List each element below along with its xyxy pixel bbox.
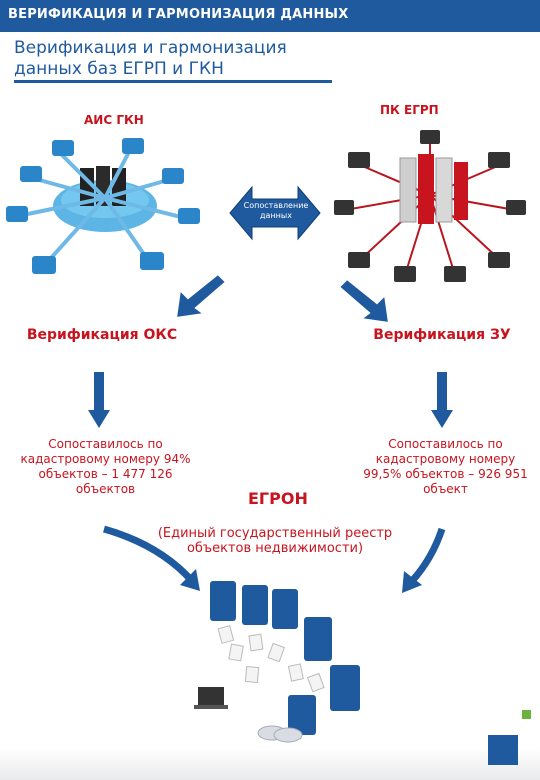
right-branch-heading: Верификация ЗУ (373, 327, 511, 343)
arrow-down-icon (88, 372, 110, 428)
decor-square-green (522, 710, 531, 719)
title-underline (14, 80, 332, 83)
arrow-down-icon (431, 372, 453, 428)
header-bar: ВЕРИФИКАЦИЯ И ГАРМОНИЗАЦИЯ ДАННЫХ (0, 0, 540, 32)
left-branch-result: Сопоставилось по кадастровому номеру 94%… (20, 437, 191, 496)
network-hub-icon (6, 138, 200, 274)
arrow-down-left-icon (402, 527, 446, 593)
target-label: ЕГРОН (248, 489, 308, 508)
document-flow-icon (194, 581, 360, 743)
left-branch-heading: Верификация ОКС (26, 327, 178, 343)
right-branch-result: Сопоставилось по кадастровому номеру 99,… (363, 437, 528, 496)
server-network-icon (334, 130, 526, 282)
page-title: Верификация и гармонизация данных баз ЕГ… (14, 38, 287, 79)
arrow-down-right-icon (337, 277, 391, 325)
right-system-label: ПК ЕГРП (380, 103, 439, 117)
header-title: ВЕРИФИКАЦИЯ И ГАРМОНИЗАЦИЯ ДАННЫХ (8, 7, 349, 22)
arrow-down-left-icon (174, 272, 228, 320)
arrow-down-right-icon (103, 525, 200, 591)
target-description: (Единый государственный реестр объектов … (157, 526, 393, 556)
double-arrow-icon (229, 185, 321, 241)
compare-label: Сопоставление данных (243, 201, 309, 220)
left-system-label: АИС ГКН (84, 113, 144, 127)
footer-band (0, 748, 540, 780)
decor-square-blue (488, 735, 518, 765)
